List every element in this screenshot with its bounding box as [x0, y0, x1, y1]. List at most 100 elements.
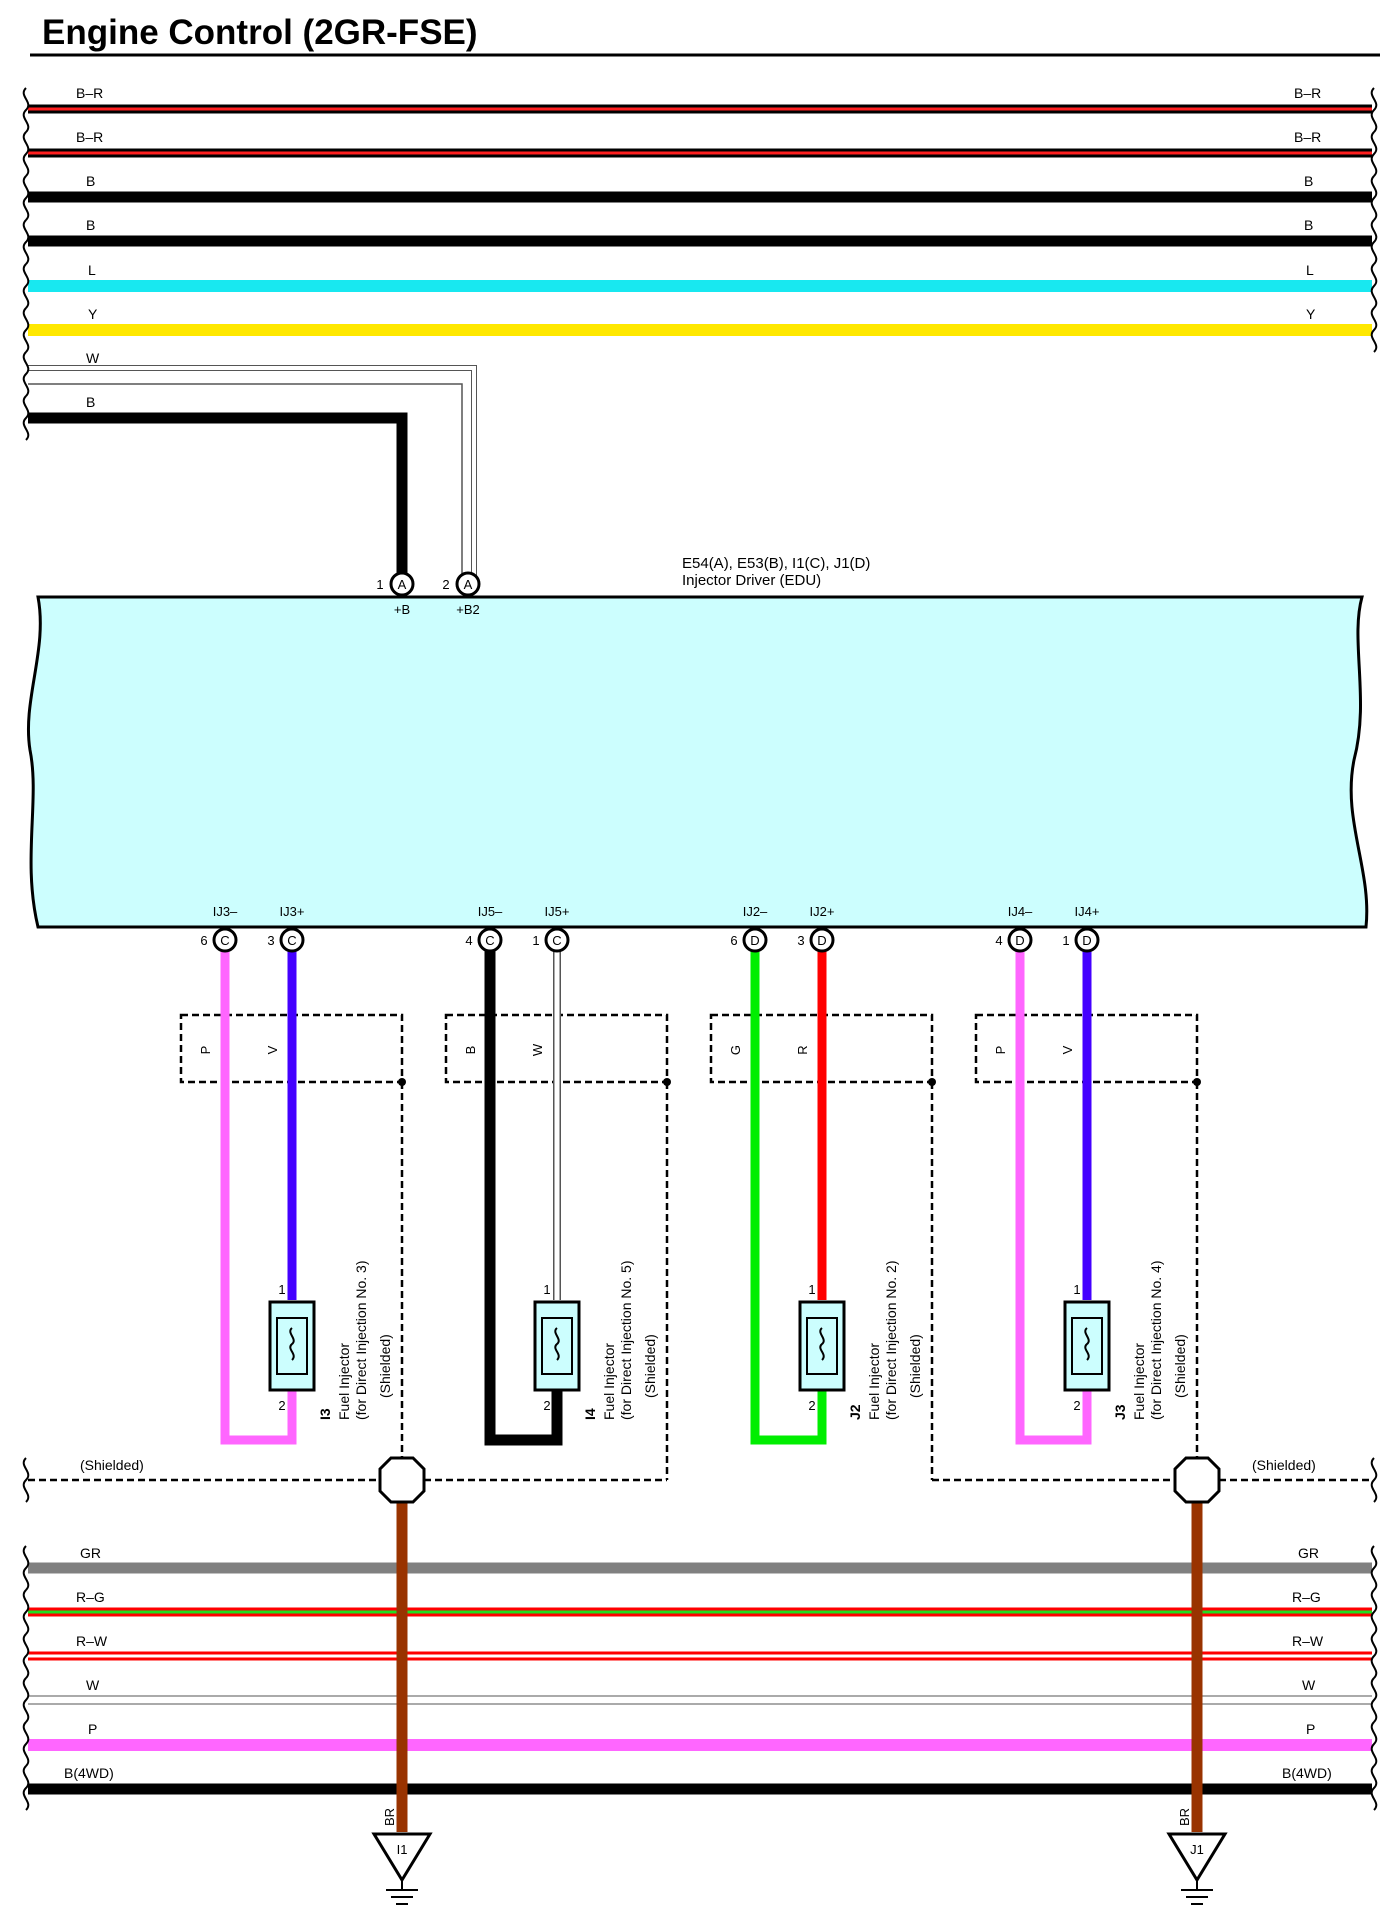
- shield-label-left: (Shielded): [80, 1457, 144, 1473]
- svg-text:6: 6: [200, 933, 207, 948]
- pin-number: 1: [376, 577, 383, 592]
- injector-sub: (for Direct Injection No. 2): [883, 1261, 899, 1421]
- top-wire-group: B–R B–R B–R B–R B B B B L L Y Y: [28, 85, 1372, 336]
- shield-lines: (Shielded) (Shielded): [28, 1457, 1372, 1482]
- bottom-pin-labels: IJ3– IJ3+ IJ5– IJ5+ IJ2– IJ2+ IJ4– IJ4+: [213, 904, 1100, 919]
- bottom-wire-r-g: R–G R–G: [28, 1589, 1372, 1617]
- top-wire-label-right: Y: [1306, 306, 1316, 322]
- top-pin-plus-b: A 1 +B: [376, 571, 415, 617]
- top-wire-label-right: B–R: [1294, 129, 1321, 145]
- svg-text:D: D: [817, 933, 826, 948]
- svg-text:1: 1: [1062, 933, 1069, 948]
- bottom-pin-ij5-neg: C4: [465, 927, 503, 953]
- svg-text:D: D: [1015, 933, 1024, 948]
- top-wire-label-right: B–R: [1294, 85, 1321, 101]
- top-wire-label-left: B: [86, 173, 95, 189]
- injector-pin-2: 2: [543, 1398, 550, 1413]
- pin-label: +B: [394, 602, 410, 617]
- svg-text:C: C: [287, 933, 296, 948]
- injector-pin-1: 1: [543, 1282, 550, 1297]
- pin-label: IJ3–: [213, 904, 238, 919]
- top-wire-label-right: B: [1304, 173, 1313, 189]
- injector-pin-1: 1: [278, 1282, 285, 1297]
- svg-text:P: P: [88, 1721, 97, 1737]
- svg-text:W: W: [86, 1677, 100, 1693]
- bottom-pin-ij4-pos: D1: [1062, 927, 1100, 953]
- shield-label-right: (Shielded): [1252, 1457, 1316, 1473]
- svg-text:4: 4: [995, 933, 1002, 948]
- top-wire-label-right: L: [1306, 262, 1314, 278]
- page-title: Engine Control (2GR-FSE): [42, 13, 478, 52]
- svg-text:P: P: [1306, 1721, 1315, 1737]
- top-wire-label-left: B–R: [76, 85, 103, 101]
- svg-text:3: 3: [267, 933, 274, 948]
- ground-id: J1: [1190, 1842, 1204, 1857]
- svg-text:B(4WD): B(4WD): [1282, 1765, 1332, 1781]
- bottom-wire-r-w: R–W R–W: [28, 1633, 1372, 1661]
- top-wire-b-1: B B: [28, 173, 1372, 203]
- pin-label: IJ4+: [1075, 904, 1100, 919]
- injector-name: Fuel Injector: [1131, 1343, 1147, 1420]
- component-connectors: E54(A), E53(B), I1(C), J1(D): [682, 555, 870, 572]
- top-wire-label-left: L: [88, 262, 96, 278]
- pin-label: IJ4–: [1008, 904, 1033, 919]
- feed-wire-label: B: [86, 394, 95, 410]
- svg-text:6: 6: [730, 933, 737, 948]
- injector-name: Fuel Injector: [336, 1343, 352, 1420]
- top-wire-b-r-2: B–R B–R: [28, 129, 1372, 158]
- svg-text:R–G: R–G: [1292, 1589, 1321, 1605]
- injector-sub: (for Direct Injection No. 3): [353, 1261, 369, 1421]
- svg-text:D: D: [1082, 933, 1091, 948]
- bottom-pin-ij2-neg: D6: [730, 927, 768, 953]
- injector-circuit-j3: P V 1 2 J3 Fuel Injector (for Direct Inj…: [974, 940, 1201, 1460]
- svg-text:D: D: [750, 933, 759, 948]
- top-wire-label-left: Y: [88, 306, 98, 322]
- shield-junction-icon: [1173, 1456, 1221, 1504]
- bottom-break-marks: [22, 1457, 1378, 1811]
- top-wire-label-right: B: [1304, 217, 1313, 233]
- svg-text:GR: GR: [80, 1545, 101, 1561]
- svg-text:GR: GR: [1298, 1545, 1319, 1561]
- injector-pin-1: 1: [808, 1282, 815, 1297]
- top-wire-l: L L: [28, 262, 1372, 292]
- svg-text:C: C: [485, 933, 494, 948]
- injector-id: I4: [582, 1408, 598, 1420]
- pin-label: +B2: [456, 602, 480, 617]
- svg-text:1: 1: [532, 933, 539, 948]
- injector-shield: (Shielded): [1172, 1334, 1188, 1398]
- injector-circuit-i3: P V 1 2 I3 Fuel Injector (for Direct Inj…: [179, 940, 406, 1460]
- svg-text:C: C: [220, 933, 229, 948]
- feed-wire-w: W: [28, 350, 477, 580]
- svg-text:C: C: [552, 933, 561, 948]
- ground-id: I1: [397, 1842, 408, 1857]
- wire-color-label: P: [198, 1046, 213, 1055]
- bottom-pin-ij5-pos: C1: [532, 927, 570, 953]
- wire-color-label: G: [728, 1045, 743, 1055]
- right-break-marks: [1370, 87, 1378, 353]
- top-wire-b-r-1: B–R B–R: [28, 85, 1372, 114]
- injector-id: J2: [847, 1404, 863, 1420]
- top-pin-plus-b2: A 2 +B2: [442, 571, 481, 617]
- pin-letter: A: [464, 577, 473, 592]
- injector-circuit-i4: B W 1 2 I4 Fuel Injector (for Direct Inj…: [402, 940, 671, 1482]
- injector-shield: (Shielded): [907, 1334, 923, 1398]
- bottom-pins: C6 C3 C4 C1 D6 D3 D4 D1: [200, 927, 1100, 953]
- bottom-wire-gr: GR GR: [28, 1545, 1372, 1574]
- injector-shield: (Shielded): [642, 1334, 658, 1398]
- bottom-wire-group: GR GR R–G R–G R–W R–W W W P P B(4W: [28, 1545, 1372, 1795]
- bottom-wire-w: W W: [28, 1677, 1372, 1705]
- injector-sub: (for Direct Injection No. 4): [1148, 1261, 1164, 1421]
- feed-wire-b: B: [28, 394, 408, 580]
- wire-color-label: V: [1060, 1045, 1075, 1054]
- svg-text:3: 3: [797, 933, 804, 948]
- injector-coil-frame: [276, 1317, 308, 1375]
- top-wire-y: Y Y: [28, 306, 1372, 336]
- pin-label: IJ3+: [280, 904, 305, 919]
- svg-text:R–G: R–G: [76, 1589, 105, 1605]
- left-break-marks: [22, 87, 30, 441]
- top-wire-label-left: B–R: [76, 129, 103, 145]
- injector-coil-frame: [1071, 1317, 1103, 1375]
- wire-color-label: W: [530, 1043, 545, 1056]
- wire-color-label: V: [265, 1045, 280, 1054]
